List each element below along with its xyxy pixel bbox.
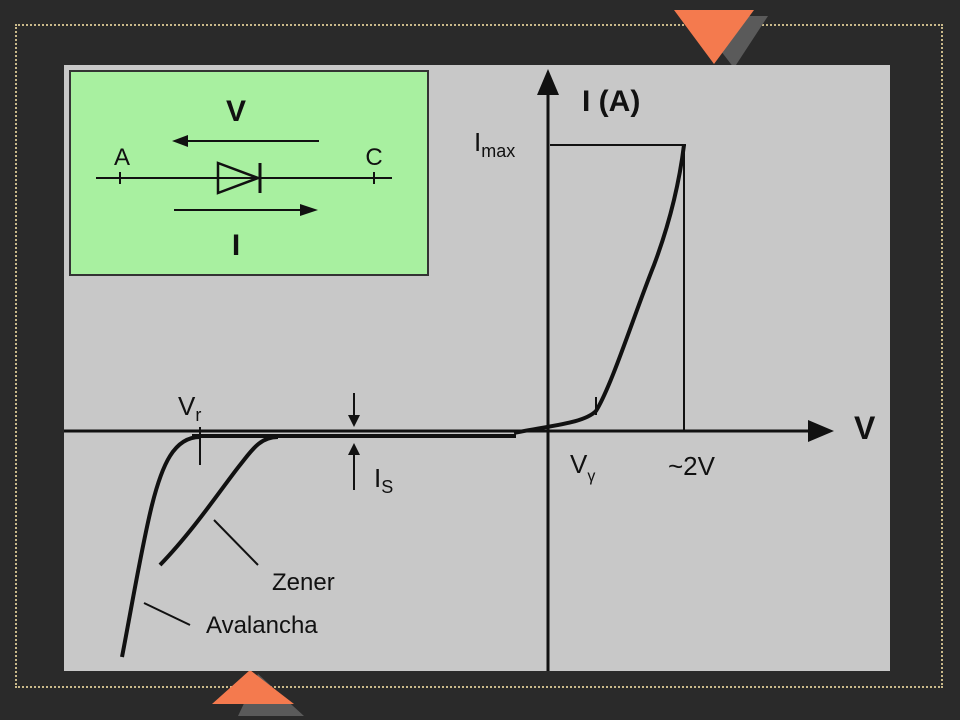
imax-label: Imax [474,127,515,161]
axes: I (A) V [64,69,876,671]
inset-current-label: I [232,229,240,262]
voltage-arrowhead [172,135,188,147]
anode-label: A [114,144,130,171]
diode-symbol-inset: V A C I [69,70,429,276]
zener-leader-line [213,519,259,566]
diagram-canvas: V A C I I (A) V Imax [64,69,876,671]
inset-box [69,70,429,276]
avalanche-leader-line [143,602,191,626]
y-axis-label: I (A) [582,85,640,118]
cathode-label: C [365,144,382,171]
is-down-arrowhead [348,415,360,427]
diode-triangle [216,161,262,195]
diode-characteristic-diagram: V A C I I (A) V Imax [64,65,890,671]
slide-frame [15,24,943,688]
avalanche-label: Avalancha [206,612,318,639]
current-arrowhead [300,204,318,216]
is-up-arrowhead [348,443,360,455]
x-axis-arrowhead [808,420,834,442]
top-triangle-decoration [674,10,768,68]
forward-curve [513,144,686,435]
x-axis-label: V [854,410,876,446]
zener-label: Zener [272,569,335,596]
is-label: IS [374,463,393,497]
vr-label: Vr [178,391,201,425]
is-indicator: IS [348,393,393,497]
y-axis-arrowhead [537,69,559,95]
inset-voltage-label: V [226,95,246,128]
v-gamma-label: Vγ [570,449,595,485]
zener-curve [158,435,279,567]
bottom-triangle-decoration [212,670,304,716]
two-volt-label: ~2V [668,451,716,481]
imax-guides: Imax ~2V [474,127,716,481]
avalanche-curve [120,435,201,658]
